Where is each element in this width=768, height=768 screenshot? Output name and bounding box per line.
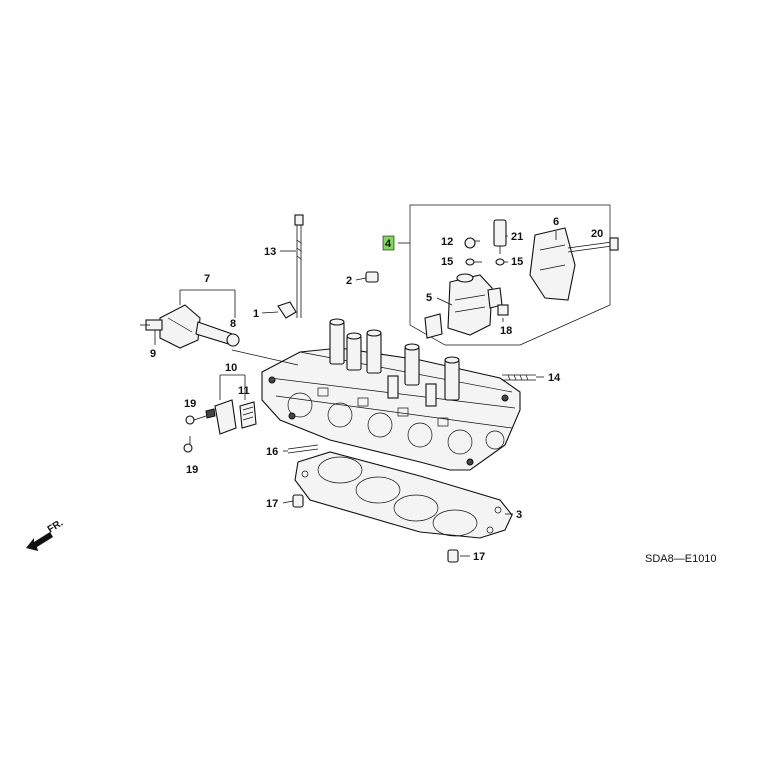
callout-labels: 13 1 2 7 8 9 10 11 19 19 4 5 12 15 21 15… xyxy=(150,216,603,563)
callout-17b[interactable]: 17 xyxy=(473,551,485,563)
callout-12[interactable]: 12 xyxy=(441,236,453,248)
callout-3[interactable]: 3 xyxy=(516,509,522,521)
callout-18[interactable]: 18 xyxy=(500,325,512,337)
callout-6[interactable]: 6 xyxy=(553,216,559,228)
head-bolt[interactable] xyxy=(294,214,304,318)
callout-9[interactable]: 9 xyxy=(150,348,156,360)
front-arrow-icon xyxy=(26,532,53,551)
stud-bolt-16[interactable] xyxy=(287,444,319,454)
dowel-17b[interactable] xyxy=(447,549,459,563)
stud-bolt[interactable] xyxy=(502,374,536,381)
callout-17a[interactable]: 17 xyxy=(266,498,278,510)
spool-valve-assembly-frame xyxy=(409,204,611,346)
callout-11[interactable]: 11 xyxy=(238,385,250,397)
callout-21[interactable]: 21 xyxy=(511,231,523,243)
bolt-washer[interactable] xyxy=(277,301,297,319)
o-ring-15a[interactable] xyxy=(465,258,475,266)
strainer-gasket[interactable] xyxy=(239,401,257,429)
bolt-18[interactable] xyxy=(497,304,509,316)
callout-4-highlight xyxy=(382,235,395,251)
filter-5[interactable] xyxy=(424,313,443,339)
dowel-pin[interactable] xyxy=(365,271,379,283)
spool-valve[interactable] xyxy=(447,273,503,336)
bracket-6[interactable] xyxy=(529,227,576,301)
callout-1[interactable]: 1 xyxy=(253,308,259,320)
callout-10[interactable]: 10 xyxy=(225,362,237,374)
callout-2[interactable]: 2 xyxy=(346,275,352,287)
bolt-20[interactable] xyxy=(567,237,619,253)
callout-20[interactable]: 20 xyxy=(591,228,603,240)
valve-guides xyxy=(329,318,460,407)
callout-19a[interactable]: 19 xyxy=(184,398,196,410)
front-direction-marker: FR. xyxy=(26,518,65,551)
o-ring-15b[interactable] xyxy=(495,258,505,266)
callout-16[interactable]: 16 xyxy=(266,446,278,458)
callout-4[interactable]: 4 xyxy=(385,238,392,250)
oil-pressure-switch[interactable] xyxy=(493,219,507,254)
leader-lines xyxy=(154,231,557,557)
callout-5[interactable]: 5 xyxy=(426,292,432,304)
callout-7[interactable]: 7 xyxy=(204,273,210,285)
sensor-bolt-12[interactable] xyxy=(464,237,476,249)
diagram-code: SDA8—E1010 xyxy=(645,553,717,565)
callout-19b[interactable]: 19 xyxy=(186,464,198,476)
dowel-17a[interactable] xyxy=(292,494,304,508)
oil-control-valve[interactable] xyxy=(145,304,240,349)
callout-13[interactable]: 13 xyxy=(264,246,276,258)
head-gasket[interactable] xyxy=(294,451,513,539)
callout-15a[interactable]: 15 xyxy=(441,256,453,268)
small-bolts[interactable] xyxy=(183,415,207,453)
callout-15b[interactable]: 15 xyxy=(511,256,523,268)
vtec-solenoid[interactable] xyxy=(205,399,237,435)
callout-8[interactable]: 8 xyxy=(230,318,236,330)
callout-14[interactable]: 14 xyxy=(548,372,561,384)
